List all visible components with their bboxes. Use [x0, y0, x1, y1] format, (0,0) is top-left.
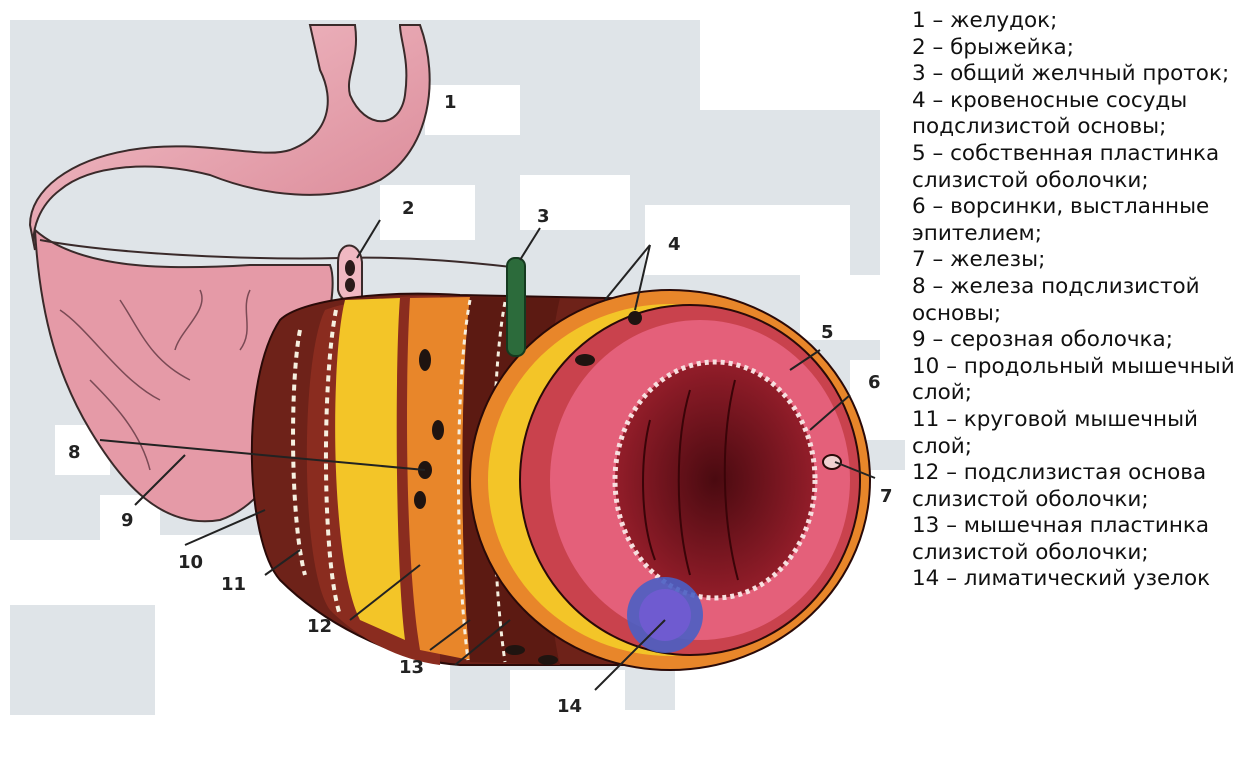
legend-item: 14 – лиматический узелок: [912, 566, 1240, 593]
legend-item: 7 – железы;: [912, 247, 1240, 274]
intestine-cross-section-diagram: 1 2 3 4 5 6 7 8 9 10 11 12 13 14: [0, 0, 905, 765]
callout-4: 4: [668, 234, 681, 255]
tube-cross-section: [470, 290, 870, 670]
legend-item: 10 – продольный мышечный слой;: [912, 354, 1240, 407]
callout-12: 12: [307, 616, 332, 637]
legend-item: 13 – мышечная пластинка слизистой оболоч…: [912, 513, 1240, 566]
callout-13: 13: [399, 657, 424, 678]
legend-item: 11 – круговой мышечный слой;: [912, 407, 1240, 460]
legend: 1 – желудок; 2 – брыжейка; 3 – общий жел…: [912, 8, 1240, 593]
legend-item: 5 – собственная пластинка слизистой обол…: [912, 141, 1240, 194]
callout-9: 9: [121, 510, 134, 531]
callout-14: 14: [557, 696, 582, 717]
callout-6: 6: [868, 372, 881, 393]
callout-11: 11: [221, 574, 246, 595]
callout-10: 10: [178, 552, 203, 573]
legend-item: 6 – ворсинки, выстланные эпителием;: [912, 194, 1240, 247]
legend-item: 9 – серозная оболочка;: [912, 327, 1240, 354]
legend-item: 8 – железа подслизистой основы;: [912, 274, 1240, 327]
legend-item: 12 – подслизистая основа слизистой оболо…: [912, 460, 1240, 513]
legend-item: 3 – общий желчный проток;: [912, 61, 1240, 88]
callout-1: 1: [444, 92, 457, 113]
bile-duct: [507, 258, 525, 356]
legend-item: 1 – желудок;: [912, 8, 1240, 35]
callout-7: 7: [880, 486, 893, 507]
legend-item: 2 – брыжейка;: [912, 35, 1240, 62]
legend-item: 4 – кровеносные сосуды подслизистой осно…: [912, 88, 1240, 141]
callout-2: 2: [402, 198, 415, 219]
callout-5: 5: [821, 322, 834, 343]
callout-8: 8: [68, 442, 81, 463]
callout-3: 3: [537, 206, 550, 227]
